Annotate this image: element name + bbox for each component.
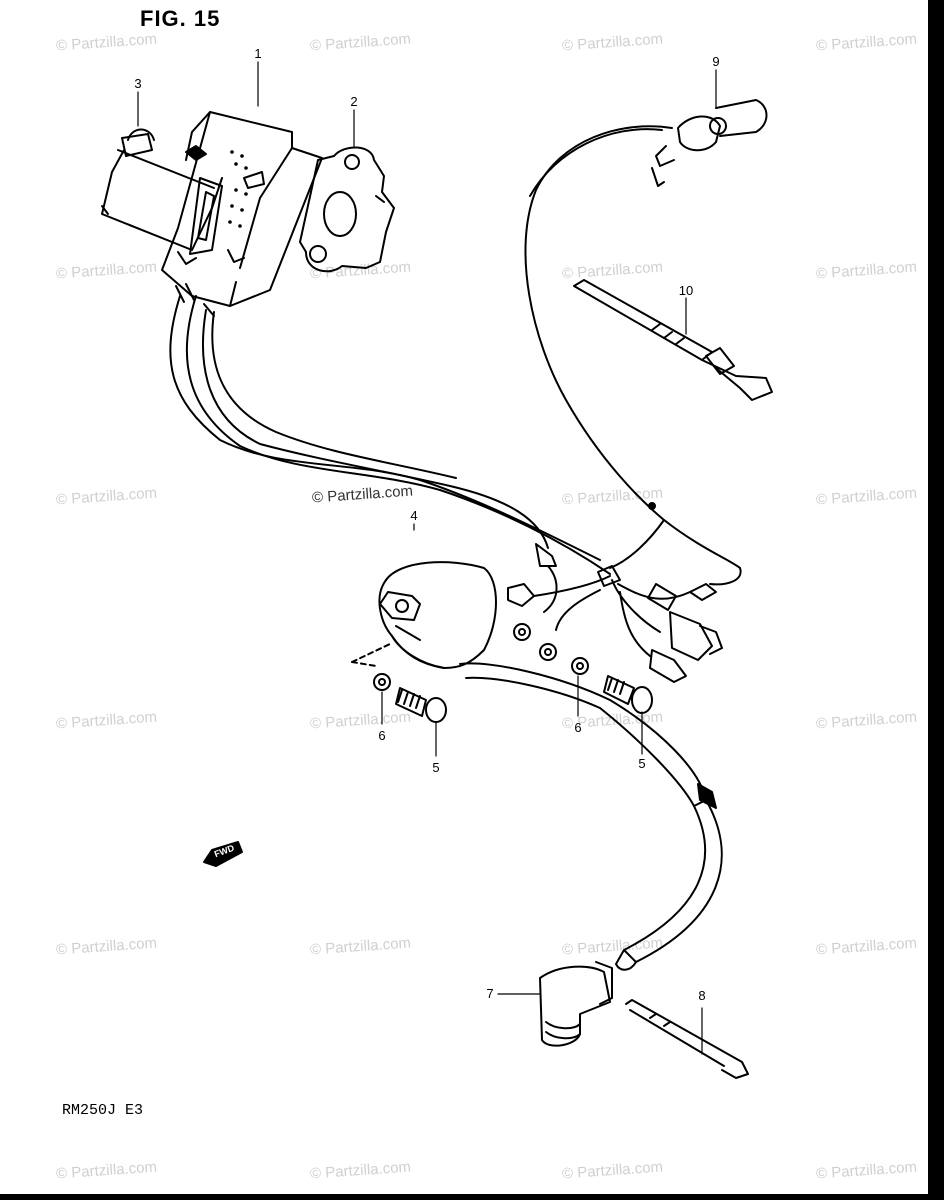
scan-border-bottom	[0, 1194, 944, 1200]
callout-part-7[interactable]: 7	[486, 986, 494, 1001]
rubber-holder-part-3	[101, 128, 223, 255]
callout-part-6-left[interactable]: 6	[378, 728, 386, 743]
cdi-unit-part-1	[161, 111, 323, 307]
connector-cluster	[507, 565, 723, 683]
kill-switch-part-9	[524, 99, 768, 586]
clamp-strap-part-8	[625, 999, 749, 1079]
callout-part-9[interactable]: 9	[712, 54, 720, 69]
callout-part-3[interactable]: 3	[134, 76, 142, 91]
callout-part-4[interactable]: 4	[410, 508, 418, 523]
washer-mid-part-6	[513, 623, 589, 675]
cdi-wiring-harness	[169, 283, 611, 613]
callout-part-1[interactable]: 1	[254, 46, 262, 61]
callout-part-5-right[interactable]: 5	[638, 756, 646, 771]
leader-lines	[137, 61, 717, 1055]
fwd-arrow-icon	[203, 841, 243, 867]
callout-part-10[interactable]: 10	[678, 283, 694, 298]
callout-part-6-right[interactable]: 6	[574, 720, 582, 735]
spark-plug-cap-part-7	[539, 961, 613, 1047]
callout-part-2[interactable]: 2	[350, 94, 358, 109]
high-tension-lead	[615, 783, 723, 971]
band-part-10	[573, 279, 773, 401]
bracket-plate-part-2	[299, 146, 395, 273]
callout-part-5-left[interactable]: 5	[432, 760, 440, 775]
model-code: RM250J E3	[62, 1102, 144, 1119]
ignition-coil-part-4	[351, 561, 707, 807]
scan-border-right	[928, 0, 944, 1200]
bolt-left-part-5	[395, 687, 447, 723]
figure-title: FIG. 15	[140, 6, 221, 31]
bolt-right-part-5	[603, 675, 653, 714]
washer-left-part-6	[373, 673, 391, 691]
callout-part-8[interactable]: 8	[698, 988, 706, 1003]
